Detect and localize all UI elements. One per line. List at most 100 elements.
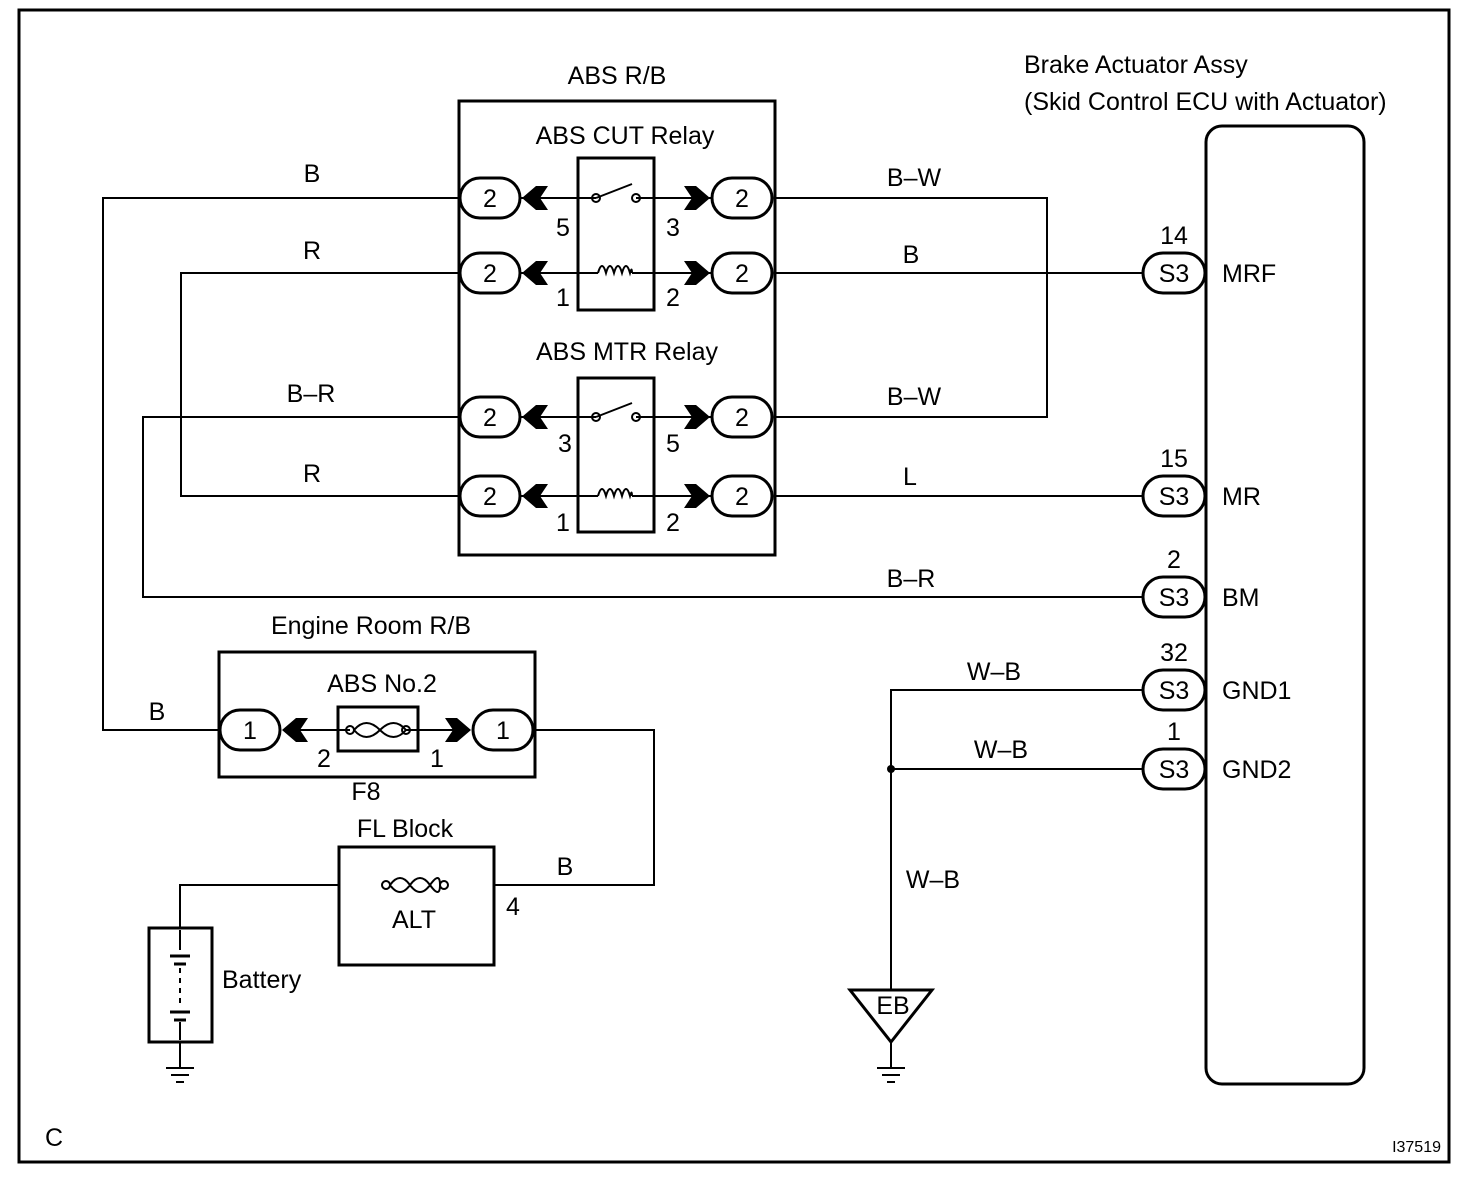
mtr-pin-sw-right: 5 [666,430,680,458]
abs-rb-connectors: 2 2 2 2 2 2 2 2 [458,176,774,518]
terminal-bm-pin: 2 [1167,546,1181,574]
arrow-right-icon [684,405,710,429]
terminal-gnd1-connector-label: S3 [1159,677,1190,705]
terminal-mrf-name: MRF [1222,260,1276,288]
wire-cut-switch-in [102,197,461,731]
er-connector-right-label: 1 [496,717,510,745]
terminal-bm-connector-label: S3 [1159,584,1190,612]
wire-label-cut-coil-out: B [903,241,920,269]
wire-fuse-feed [444,729,655,886]
terminal-gnd2-connector-label: S3 [1159,756,1190,784]
er-connector-right: 1 [471,708,535,752]
arrow-right-icon [684,261,710,285]
fl-block-box [337,845,496,967]
engine-room-rb-title: Engine Room R/B [271,612,471,640]
figure-letter: C [45,1124,63,1152]
alt-fuse-label: ALT [392,906,436,934]
arrow-right-icon [684,186,710,210]
arrow-right-icon [445,718,471,742]
wire-battery [179,884,386,928]
rb-connector-left-3-label: 2 [483,404,497,432]
battery-label: Battery [222,966,302,994]
wire-cut-switch-out [773,197,1048,418]
wire-label-gnd1: W–B [967,658,1021,686]
wire-label-mtr-coil-out: L [903,463,917,491]
rb-connector-right-4: 2 [710,474,774,518]
terminal-mrf-connector-label: S3 [1159,260,1190,288]
mtr-pin-coil-left: 1 [556,509,570,537]
abs-cut-relay-label: ABS CUT Relay [536,122,715,150]
terminal-bm-name: BM [1222,584,1260,612]
actuator-title-line2: (Skid Control ECU with Actuator) [1024,88,1387,116]
wire-mtr-switch-in [142,416,1145,598]
alt-fuse-element [389,877,441,893]
wire-label-alt-out: B [557,853,574,881]
wire-label-cut-sw-out: B–W [887,164,942,192]
abs-rb-title: ABS R/B [568,62,667,90]
terminal-gnd2-name: GND2 [1222,756,1291,784]
rb-connector-left-1-label: 2 [483,185,497,213]
brake-actuator-ecu [1204,124,1366,1086]
er-connector-left-label: 1 [243,717,257,745]
terminal-mrf-connector: S3 [1141,251,1207,295]
rb-connector-left-2-label: 2 [483,260,497,288]
wire-label-cut-sw-in: B [304,160,321,188]
rb-connector-right-2: 2 [710,251,774,295]
rb-connector-left-3: 2 [458,395,522,439]
arrow-left-icon [522,405,548,429]
terminal-gnd2-connector: S3 [1141,747,1207,791]
wire-cut-coil-in [180,272,461,497]
abs-no2-fuse-label: ABS No.2 [327,670,437,698]
rb-connector-right-1-label: 2 [735,185,749,213]
terminal-mr-pin: 15 [1160,445,1188,473]
figure-id: I37519 [1392,1139,1441,1156]
eb-ground-icon [877,1067,905,1083]
rb-connector-right-3: 2 [710,395,774,439]
fl-block-title: FL Block [357,815,454,843]
wire-label-mtr-sw-out: B–W [887,383,942,411]
terminal-mr-name: MR [1222,483,1261,511]
ground-eb-label: EB [876,992,909,1020]
rb-connector-right-4-label: 2 [735,483,749,511]
ground-point-eb [846,988,936,1045]
terminal-gnd2-pin: 1 [1167,718,1181,746]
mtr-pin-coil-right: 2 [666,509,680,537]
rb-connector-left-2: 2 [458,251,522,295]
actuator-title-line1: Brake Actuator Assy [1024,51,1248,79]
er-connector-left: 1 [218,708,282,752]
rb-connector-right-1: 2 [710,176,774,220]
terminal-mr-connector-label: S3 [1159,483,1190,511]
terminal-gnd1-pin: 32 [1160,639,1188,667]
wire-label-fuse-feed: B [149,698,166,726]
diagram-frame [17,8,1451,1164]
fl-block-pin: 4 [506,893,520,921]
terminal-mrf-pin: 14 [1160,222,1188,250]
mtr-pin-sw-left: 3 [558,430,572,458]
arrow-left-icon [522,484,548,508]
engine-room-pin-left: 2 [317,745,331,773]
wires [102,197,1145,1068]
arrow-right-icon [684,484,710,508]
abs-mtr-relay [576,376,656,534]
wire-label-mtr-coil-in: R [303,460,321,488]
abs-no2-fuse-element [353,722,407,738]
rb-connector-left-1: 2 [458,176,522,220]
terminal-gnd1-connector: S3 [1141,668,1207,712]
arrow-left-icon [522,261,548,285]
cut-pin-coil-right: 2 [666,284,680,312]
cut-pin-sw-right: 3 [666,214,680,242]
rb-connector-left-4: 2 [458,474,522,518]
abs-cut-relay [576,156,656,312]
rb-connector-left-4-label: 2 [483,483,497,511]
arrow-left-icon [282,718,308,742]
cut-pin-coil-left: 1 [556,284,570,312]
ground-junction [887,765,895,773]
wire-label-cut-coil-in: R [303,237,321,265]
battery-ground-icon [166,1067,194,1083]
terminal-mr-connector: S3 [1141,474,1207,518]
terminal-gnd1-name: GND1 [1222,677,1291,705]
rb-connector-right-2-label: 2 [735,260,749,288]
